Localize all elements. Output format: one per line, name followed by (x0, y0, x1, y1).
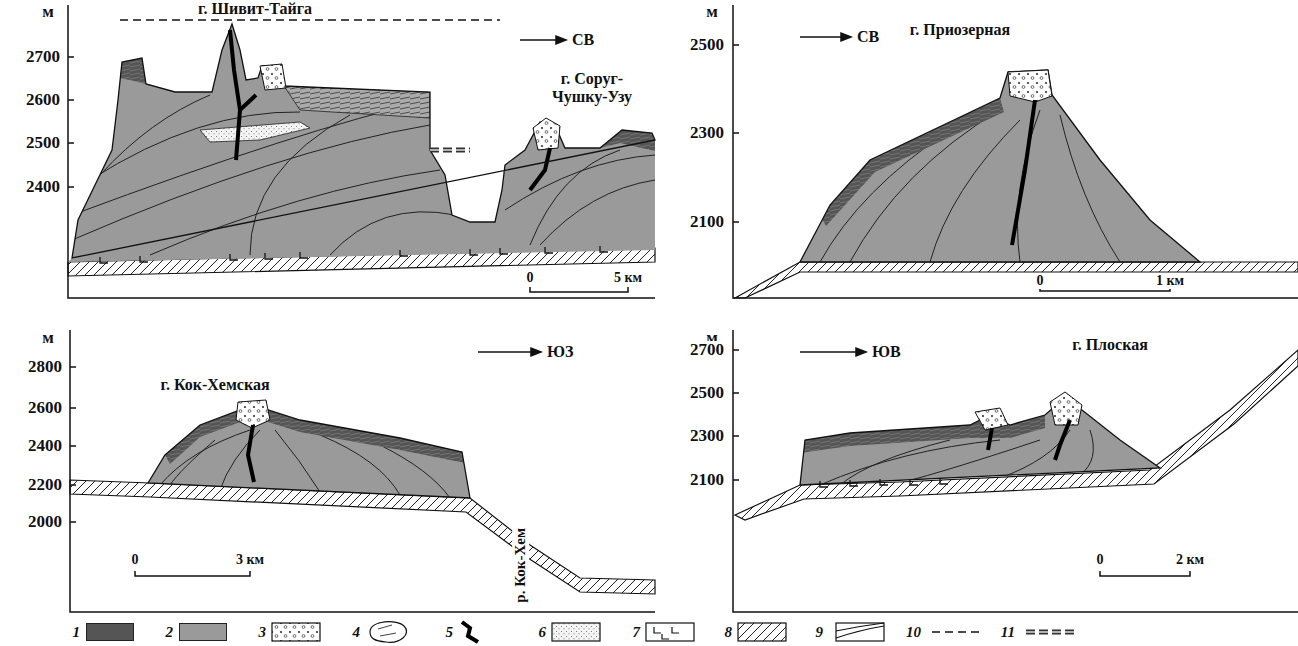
legend-number: 5 (444, 624, 456, 641)
direction-label: ЮВ (870, 343, 903, 361)
direction-label: ЮЗ (545, 343, 575, 361)
legend-number: 1 (71, 624, 83, 641)
legend-number: 6 (537, 624, 549, 641)
legend-number: 11 (999, 624, 1017, 641)
elevation-label: 2600 (24, 91, 62, 110)
scale-label: 0 (130, 552, 141, 567)
elevation-label: 2500 (24, 134, 62, 153)
elevation-label: 2500 (688, 36, 726, 55)
elevation-label: 2500 (688, 384, 726, 403)
direction-label: СВ (570, 31, 596, 49)
scale-label: 0 (1095, 552, 1106, 567)
elevation-label: 2300 (688, 124, 726, 143)
elevation-label: 2200 (26, 476, 64, 495)
legend-number: 7 (631, 624, 643, 641)
river-name: р. Кок-Хем (512, 526, 529, 605)
elevation-label: 2100 (688, 213, 726, 232)
elevation-label: 2400 (24, 178, 62, 197)
legend-number: 2 (164, 624, 176, 641)
elevation-label: 2000 (26, 513, 64, 532)
scale-label: 2 км (1174, 552, 1206, 567)
unit-label: м (40, 3, 56, 22)
scale-label: 0 (1035, 273, 1046, 288)
legend-number: 10 (904, 624, 923, 641)
elevation-label: 2100 (688, 471, 726, 490)
elevation-label: 2700 (24, 48, 62, 67)
elevation-label: 2800 (26, 358, 64, 377)
scale-label: 0 (525, 270, 536, 285)
unit-label: м (40, 329, 56, 348)
peak-name: г. Приозерная (908, 21, 1012, 39)
legend-number: 3 (257, 624, 269, 641)
legend-number: 8 (723, 624, 735, 641)
legend-swatch (86, 623, 134, 641)
scale-label: 5 км (612, 270, 644, 285)
elevation-label: 2700 (688, 341, 726, 360)
peak-name: г. Плоская (1070, 336, 1150, 354)
direction-label: СВ (855, 28, 881, 46)
scale-label: 1 км (1154, 273, 1186, 288)
elevation-label: 2300 (688, 427, 726, 446)
legend-number: 4 (351, 624, 363, 641)
legend-number: 9 (814, 624, 826, 641)
elevation-label: 2400 (26, 437, 64, 456)
unit-label: м (704, 3, 720, 22)
scale-label: 3 км (234, 552, 266, 567)
elevation-label: 2600 (26, 399, 64, 418)
legend-swatch (179, 623, 227, 641)
peak-name: г. Соруг- Чушку-Узу (544, 70, 640, 105)
peak-name: г. Шивит-Тайга (196, 0, 314, 18)
peak-name: г. Кок-Хемская (158, 376, 271, 394)
